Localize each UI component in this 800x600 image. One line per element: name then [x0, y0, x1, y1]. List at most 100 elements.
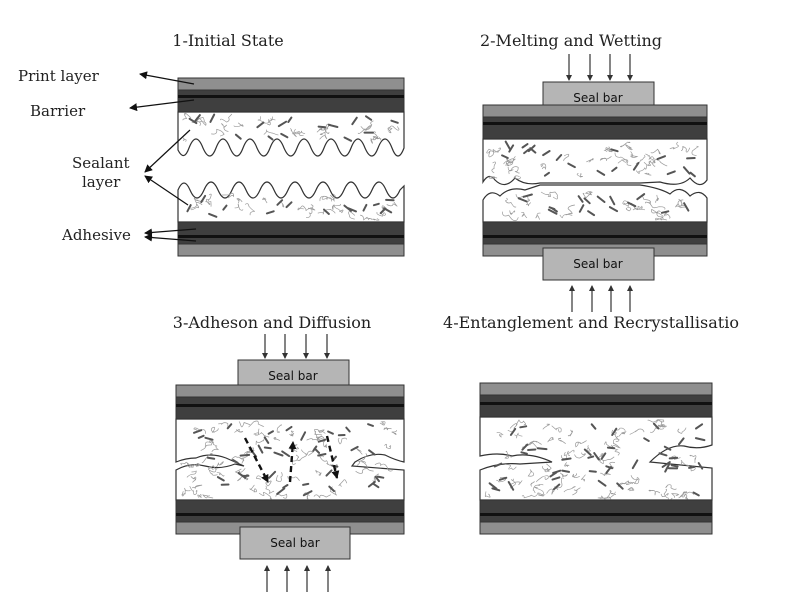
- polymer-chain: [197, 494, 203, 498]
- polymer-chain: [680, 146, 691, 153]
- polymer-chain: [622, 200, 630, 207]
- polymer-chain: [383, 426, 392, 431]
- crystallite: [509, 427, 517, 436]
- crystallite: [237, 472, 247, 479]
- polymer-chain: [509, 156, 516, 164]
- tie-line: [480, 513, 712, 516]
- polymer-chain: [190, 476, 197, 483]
- barrier-label: Barrier: [30, 102, 86, 120]
- polymer-chain: [187, 462, 194, 468]
- crystallite: [605, 465, 614, 470]
- polymer-chain: [504, 450, 512, 459]
- polymer-chain: [238, 421, 251, 428]
- polymer-chain: [509, 210, 516, 215]
- polymer-chain: [239, 457, 245, 464]
- crystallite: [587, 210, 596, 217]
- polymer-chain: [492, 147, 501, 153]
- polymer-chain: [319, 128, 327, 136]
- polymer-chain: [630, 475, 640, 485]
- polymer-chain: [521, 211, 528, 219]
- panel-1-title: 1-Initial State: [172, 31, 283, 50]
- crystallite: [587, 455, 595, 459]
- crystallite: [695, 423, 704, 430]
- polymer-chain: [671, 455, 681, 460]
- polymer-chain: [599, 155, 612, 162]
- sealant-label-line2: layer: [82, 173, 121, 191]
- crystallite: [300, 431, 307, 441]
- seal-bar-bottom: [239, 526, 351, 560]
- polymer-chain: [546, 488, 555, 495]
- polymer-chain: [509, 478, 516, 489]
- polymer-chain: [651, 209, 664, 218]
- crystallite: [343, 204, 352, 212]
- polymer-chain: [542, 466, 551, 472]
- polymer-chain: [256, 432, 270, 438]
- crystallite: [313, 447, 321, 454]
- polymer-chains: [484, 419, 706, 501]
- polymer-chain: [574, 452, 586, 459]
- crystallite: [208, 212, 218, 218]
- polymer-chain: [331, 203, 342, 210]
- polymer-chain: [305, 207, 316, 212]
- crystallite: [273, 451, 284, 457]
- crystallite: [611, 427, 618, 436]
- polymer-chain: [376, 211, 386, 217]
- polymer-chain: [576, 173, 583, 178]
- polymer-chain: [323, 441, 327, 448]
- polymer-chain: [677, 427, 687, 434]
- polymer-chain: [186, 470, 197, 478]
- polymer-chain: [248, 420, 265, 428]
- crystallite: [632, 161, 640, 171]
- outer-layer: [479, 521, 713, 535]
- polymer-chain: [484, 491, 491, 498]
- crystallite: [504, 140, 511, 150]
- polymer-chain: [368, 218, 380, 221]
- polymer-chain: [216, 461, 224, 468]
- tie-line: [176, 404, 404, 407]
- crystallite: [327, 430, 334, 435]
- polymer-chain: [582, 191, 592, 199]
- polymer-chain: [262, 197, 268, 204]
- crystallite: [302, 482, 310, 486]
- crystallite: [206, 456, 216, 460]
- polymer-chain: [575, 440, 587, 448]
- crystallite: [325, 469, 333, 477]
- polymer-chain: [234, 203, 244, 211]
- crystallite: [209, 113, 216, 123]
- polymer-chain: [645, 153, 656, 162]
- polymer-chain: [655, 217, 667, 221]
- crystallite: [367, 423, 374, 427]
- polymer-chain: [600, 472, 611, 476]
- polymer-chain: [655, 194, 660, 203]
- polymer-chain: [660, 493, 669, 498]
- print-layer-label: Print layer: [18, 67, 100, 85]
- barrier-layer: [479, 394, 713, 418]
- polymer-chain: [360, 125, 372, 131]
- polymer-chain: [319, 195, 335, 202]
- crystallite: [280, 132, 289, 139]
- polymer-chain: [192, 484, 203, 489]
- polymer-chain: [315, 469, 322, 476]
- crystallite: [256, 121, 265, 129]
- polymer-chain: [678, 491, 687, 499]
- polymer-chain: [504, 463, 517, 470]
- polymer-chain: [612, 438, 621, 449]
- crystallite: [593, 452, 600, 461]
- crystallite: [577, 195, 584, 203]
- polymer-chain: [249, 484, 257, 493]
- seal-bar-label: Seal bar: [268, 369, 317, 383]
- polymer-chain: [184, 487, 191, 495]
- polymer-chain: [316, 124, 330, 133]
- crystallite: [372, 202, 380, 207]
- polymer-chain: [289, 430, 295, 437]
- seal-bar-label: Seal bar: [573, 91, 622, 105]
- crystallite: [282, 484, 289, 489]
- crystallite: [578, 204, 585, 213]
- crystallite: [365, 115, 373, 121]
- polymer-chain: [572, 487, 581, 496]
- crystallite: [362, 203, 368, 212]
- polymer-chain: [620, 141, 631, 148]
- print-layer: [177, 77, 405, 91]
- polymer-chain: [650, 160, 656, 167]
- crystallite: [216, 476, 225, 482]
